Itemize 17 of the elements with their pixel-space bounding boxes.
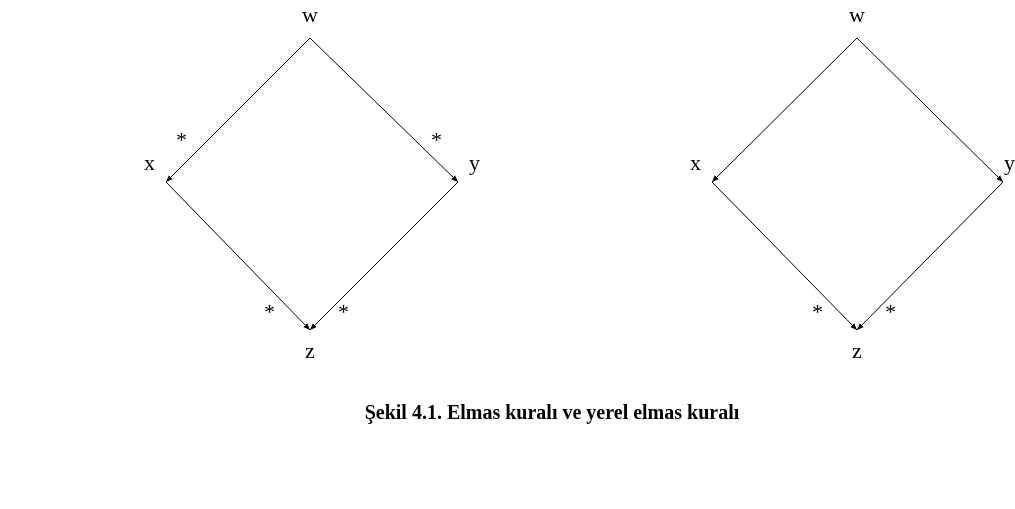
arrow (165, 181, 311, 331)
node-label: w (849, 4, 865, 26)
arrow (309, 181, 459, 331)
node-label: x (690, 152, 701, 174)
arrow (711, 37, 858, 183)
node-label: z (305, 340, 315, 362)
arrow (856, 181, 1004, 331)
arrow (856, 37, 1004, 183)
node-label: y (1004, 152, 1015, 174)
arrow (711, 181, 858, 331)
node-label: y (469, 152, 480, 174)
arrow (309, 37, 459, 183)
figure-caption: Şekil 4.1. Elmas kuralı ve yerel elmas kuralı (363, 401, 741, 424)
arrow (165, 37, 311, 183)
node-label: z (852, 340, 862, 362)
node-label: x (144, 152, 155, 174)
node-label: w (302, 4, 318, 26)
